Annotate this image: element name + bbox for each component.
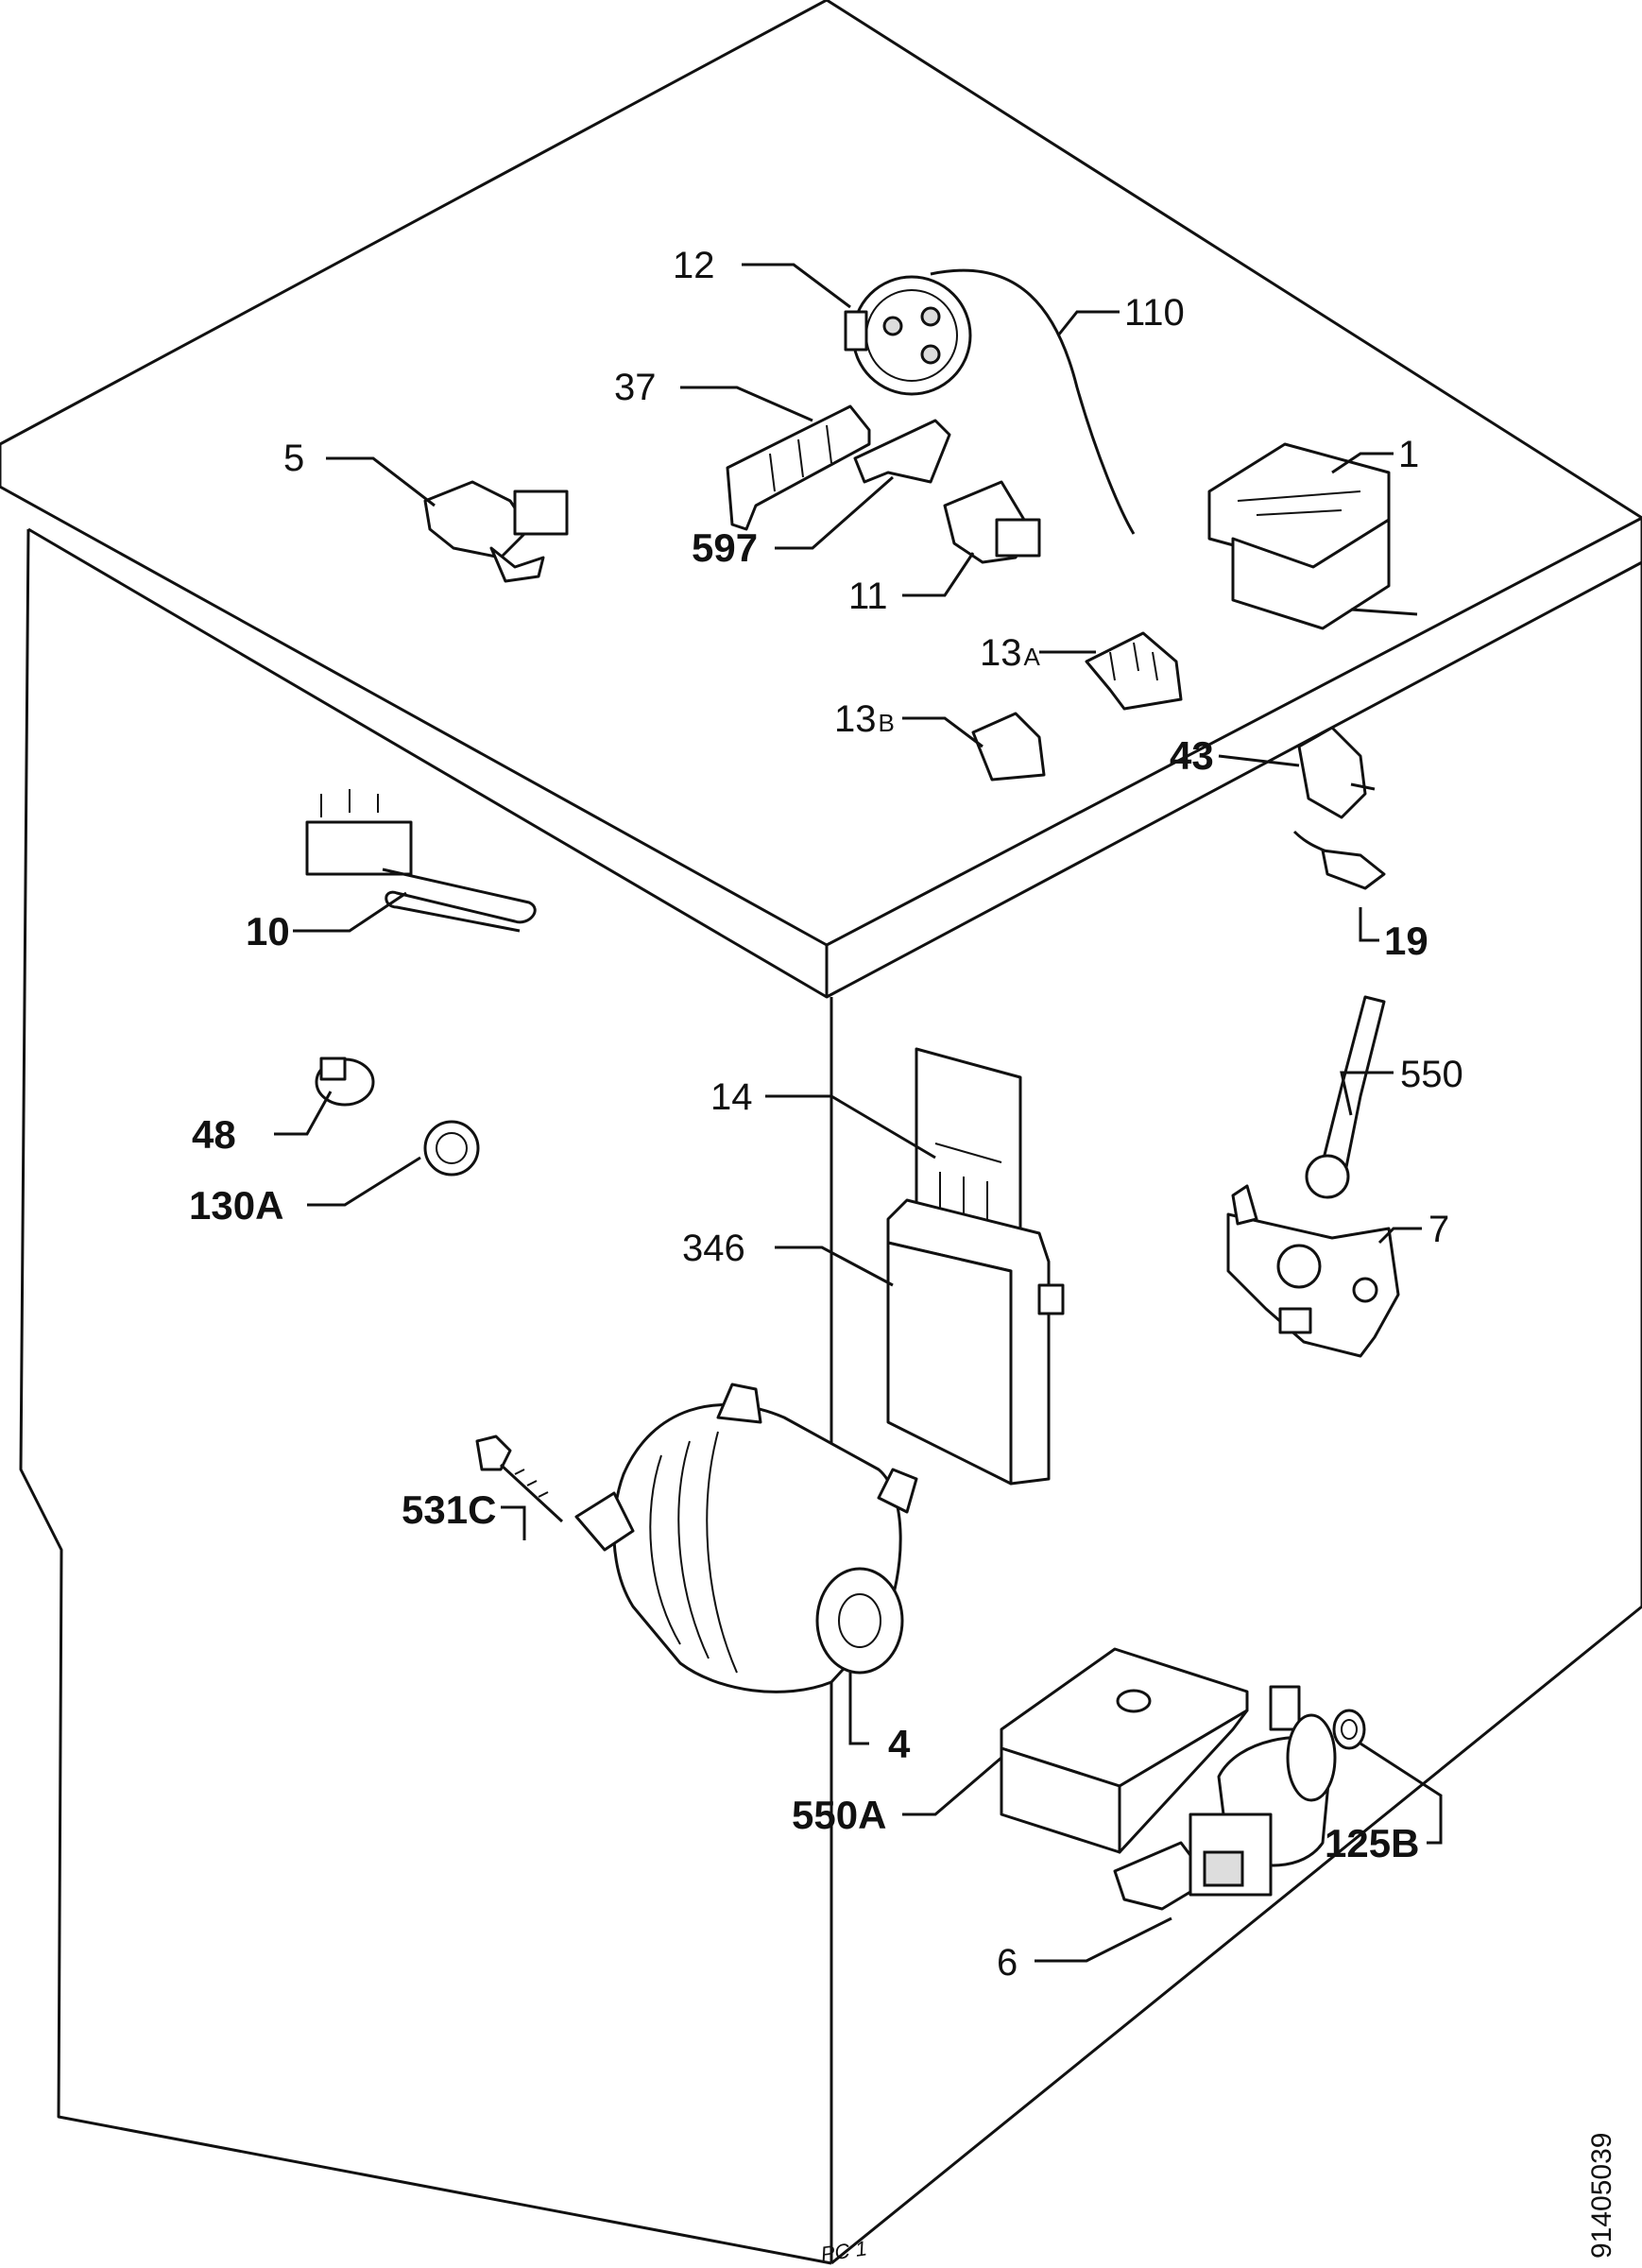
part-550-lever	[1305, 995, 1386, 1199]
label-13b: 13B	[834, 698, 895, 740]
part-43-thermostat	[1297, 726, 1376, 819]
part-19-ntc-sensor	[1292, 830, 1386, 890]
part-12-pressure-switch	[844, 275, 972, 396]
part-531c-screw	[475, 1435, 564, 1523]
label-346: 346	[682, 1228, 745, 1269]
label-550: 550	[1400, 1054, 1463, 1095]
label-531c: 531C	[402, 1487, 496, 1532]
part-5-inlet-valve	[423, 480, 569, 583]
label-48: 48	[192, 1112, 236, 1157]
label-6: 6	[997, 1942, 1018, 1984]
leader-lines	[274, 263, 1443, 1963]
label-4: 4	[888, 1722, 911, 1766]
label-550a: 550A	[792, 1793, 886, 1837]
part-13b-connector	[971, 712, 1046, 782]
part-130a-knob	[423, 1120, 480, 1177]
part-7-door-lock	[1226, 1184, 1400, 1358]
label-14: 14	[710, 1076, 753, 1118]
part-550a-cover	[1000, 1647, 1249, 1854]
part-597-bracket	[853, 419, 951, 484]
label-12: 12	[673, 245, 715, 286]
label-13a: 13A	[980, 632, 1041, 674]
label-13a-number: 13	[980, 632, 1022, 674]
part-4-motor	[574, 1383, 918, 1693]
cabinet-left-face	[19, 528, 832, 2265]
label-5: 5	[283, 438, 304, 479]
label-13b-suffix: B	[879, 709, 895, 737]
part-37-terminal-block	[726, 404, 871, 531]
label-43: 43	[1170, 733, 1214, 778]
label-37: 37	[614, 367, 657, 408]
corner-mark: PC 1	[819, 2236, 868, 2266]
label-13b-number: 13	[834, 698, 877, 740]
part-346-housing	[886, 1198, 1065, 1486]
part-10-heating-element	[305, 789, 537, 933]
label-110: 110	[1124, 292, 1185, 334]
label-19: 19	[1384, 919, 1428, 963]
part-11-capacitor	[943, 480, 1041, 564]
drawing-code: 91405039	[1586, 2133, 1617, 2259]
label-11: 11	[848, 576, 888, 617]
part-1-programme-timer	[1207, 442, 1418, 630]
part-48-switch	[315, 1057, 375, 1107]
part-13a-connector	[1085, 631, 1183, 711]
label-597: 597	[692, 525, 758, 570]
part-labels: 12 110 37 5 597 1 11 13A 13B 43 10 19 55…	[189, 245, 1463, 1984]
part-110-hose	[930, 268, 1136, 535]
part-125b-ring	[1332, 1709, 1366, 1750]
label-10: 10	[246, 909, 290, 954]
label-1: 1	[1398, 434, 1419, 475]
label-7: 7	[1428, 1209, 1449, 1250]
label-13a-suffix: A	[1024, 643, 1041, 671]
label-125b: 125B	[1325, 1821, 1419, 1865]
label-130a: 130A	[189, 1183, 283, 1228]
cabinet-top-front-edge	[0, 485, 1642, 947]
part-6-drain-pump	[1113, 1685, 1337, 1911]
